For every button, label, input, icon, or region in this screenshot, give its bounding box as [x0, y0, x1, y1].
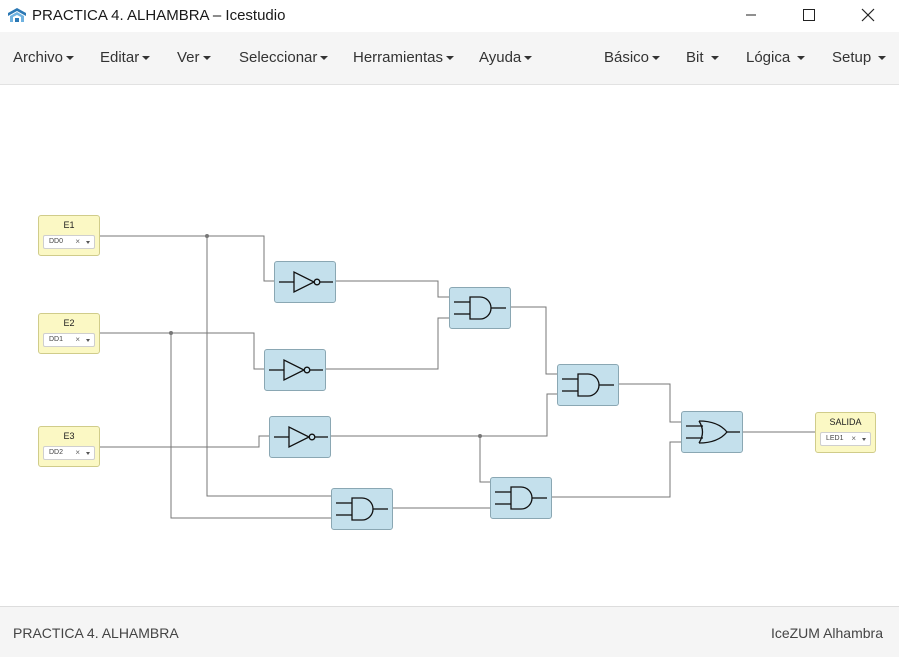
and-gate-block[interactable] — [557, 364, 619, 406]
dropdown-arrow-icon[interactable] — [86, 452, 90, 455]
not-gate-block[interactable] — [269, 416, 331, 458]
menu-label: Bit — [686, 49, 704, 66]
menu-label: Ayuda — [479, 49, 522, 66]
maximize-button[interactable] — [786, 0, 832, 30]
menu-label: Archivo — [13, 49, 64, 66]
menu-setup[interactable]: Setup — [832, 49, 887, 66]
input-name: E2 — [63, 318, 75, 328]
project-name: PRACTICA 4. ALHAMBRA — [13, 625, 179, 641]
wire — [326, 317, 450, 370]
and-gate-block[interactable] — [490, 477, 552, 519]
window-title: PRACTICA 4. ALHAMBRA – Icestudio — [32, 7, 286, 24]
menu-archivo[interactable]: Archivo — [13, 49, 75, 66]
caret-down-icon — [66, 56, 75, 61]
clear-icon[interactable]: × — [851, 434, 856, 443]
pin-value: DD2 — [49, 449, 64, 456]
not-gate-icon — [279, 270, 333, 294]
output-block-salida[interactable]: SALIDA LED1 × — [815, 412, 876, 453]
dropdown-arrow-icon[interactable] — [86, 241, 90, 244]
pin-value: DD1 — [49, 336, 64, 343]
wire — [511, 306, 558, 375]
menu-seleccionar[interactable]: Seleccionar — [239, 49, 329, 66]
wire — [479, 436, 491, 483]
caret-down-icon — [524, 56, 533, 61]
and-gate-icon — [562, 373, 614, 397]
status-bar: PRACTICA 4. ALHAMBRA IceZUM Alhambra — [0, 606, 899, 657]
caret-down-icon — [446, 56, 455, 61]
menu-label: Seleccionar — [239, 49, 318, 66]
menu-label: Setup — [832, 49, 872, 66]
pin-select[interactable]: DD0 × — [43, 235, 95, 249]
wire — [619, 383, 682, 423]
input-block-e1[interactable]: E1 DD0 × — [38, 215, 100, 256]
wire — [100, 332, 265, 370]
caret-down-icon — [797, 56, 806, 61]
board-selector[interactable]: IceZUM Alhambra — [770, 625, 883, 641]
menu-label: Básico — [604, 49, 650, 66]
pin-select[interactable]: DD1 × — [43, 333, 95, 347]
input-name: E1 — [63, 220, 75, 230]
caret-down-icon — [202, 56, 211, 61]
menu-basico[interactable]: Básico — [604, 49, 661, 66]
input-block-e3[interactable]: E3 DD2 × — [38, 426, 100, 467]
input-name: E3 — [63, 431, 75, 441]
menu-label: Ver — [177, 49, 200, 66]
minimize-button[interactable] — [728, 0, 774, 30]
pin-value: LED1 — [826, 435, 844, 442]
and-gate-icon — [336, 497, 388, 521]
not-gate-icon — [274, 425, 328, 449]
caret-down-icon — [878, 56, 887, 61]
and-gate-icon — [454, 296, 506, 320]
close-button[interactable] — [845, 0, 891, 30]
output-name: SALIDA — [829, 417, 862, 427]
not-gate-block[interactable] — [274, 261, 336, 303]
not-gate-block[interactable] — [264, 349, 326, 391]
caret-down-icon — [710, 56, 719, 61]
close-icon — [861, 8, 875, 22]
or-gate-block[interactable] — [681, 411, 743, 453]
wire — [336, 280, 450, 298]
clear-icon[interactable]: × — [75, 448, 80, 457]
menu-logica[interactable]: Lógica — [746, 49, 806, 66]
pin-value: DD0 — [49, 238, 64, 245]
menu-ver[interactable]: Ver — [177, 49, 211, 66]
dropdown-arrow-icon[interactable] — [862, 438, 866, 441]
caret-down-icon — [652, 56, 661, 61]
menu-ayuda[interactable]: Ayuda — [479, 49, 533, 66]
wire — [170, 333, 332, 519]
menu-herramientas[interactable]: Herramientas — [353, 49, 455, 66]
and-gate-block[interactable] — [331, 488, 393, 530]
caret-down-icon — [142, 56, 151, 61]
pin-select[interactable]: DD2 × — [43, 446, 95, 460]
wire — [100, 435, 270, 448]
icestudio-logo-icon — [8, 8, 26, 22]
minimize-icon — [746, 14, 756, 16]
circuit-canvas[interactable]: E1 DD0 × E2 DD1 × E3 DD2 × SALIDA LED1 × — [0, 85, 899, 606]
clear-icon[interactable]: × — [75, 237, 80, 246]
caret-down-icon — [320, 56, 329, 61]
menu-label: Herramientas — [353, 49, 444, 66]
menu-label: Editar — [100, 49, 140, 66]
wire — [331, 393, 558, 437]
menu-bar: Archivo Editar Ver Seleccionar Herramien… — [0, 32, 899, 85]
menu-editar[interactable]: Editar — [100, 49, 151, 66]
and-gate-block[interactable] — [449, 287, 511, 329]
wire — [206, 236, 332, 497]
and-gate-icon — [495, 486, 547, 510]
dropdown-arrow-icon[interactable] — [86, 339, 90, 342]
input-block-e2[interactable]: E2 DD1 × — [38, 313, 100, 354]
wire — [100, 235, 275, 282]
menu-bit[interactable]: Bit — [686, 49, 719, 66]
clear-icon[interactable]: × — [75, 335, 80, 344]
maximize-icon — [803, 9, 815, 21]
menu-label: Lógica — [746, 49, 791, 66]
not-gate-icon — [269, 358, 323, 382]
wire — [552, 441, 682, 498]
title-bar: PRACTICA 4. ALHAMBRA – Icestudio — [0, 0, 899, 32]
or-gate-icon — [686, 420, 740, 444]
pin-select[interactable]: LED1 × — [820, 432, 871, 446]
wires-layer — [100, 234, 815, 519]
